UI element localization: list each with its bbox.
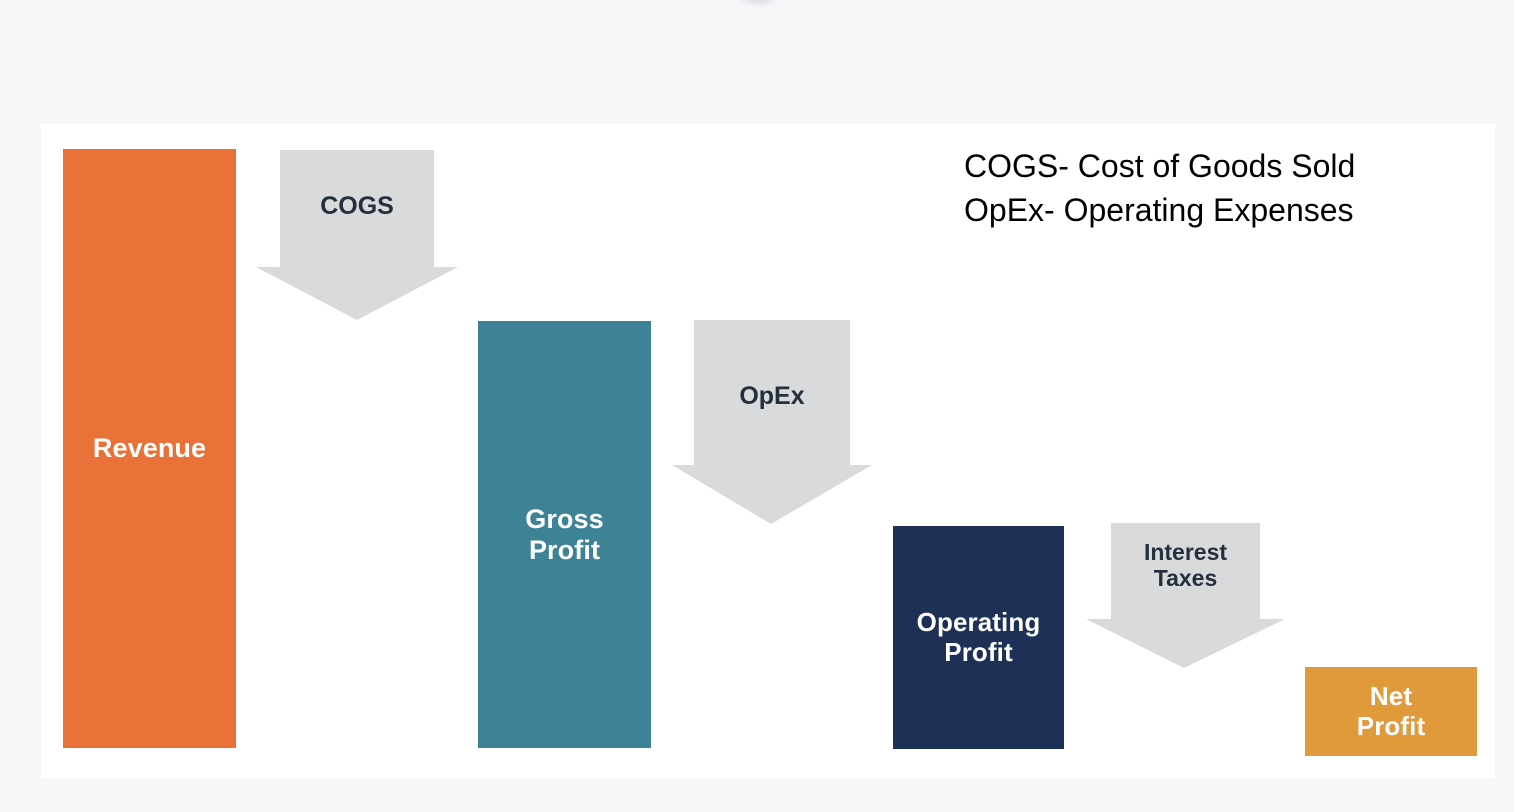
bar-operating-profit[interactable]: Operating Profit xyxy=(893,526,1064,749)
down-arrow-icon xyxy=(256,150,458,320)
bar-net-profit[interactable]: Net Profit xyxy=(1305,667,1477,756)
top-edge-artifact xyxy=(736,0,780,6)
arrow-cogs[interactable]: COGS xyxy=(256,150,458,320)
arrow-interest-taxes[interactable]: Interest Taxes xyxy=(1086,523,1285,668)
bar-gross-profit-label: Gross Profit xyxy=(525,504,604,565)
bar-revenue-label: Revenue xyxy=(92,433,207,464)
bar-revenue[interactable]: Revenue xyxy=(63,149,236,748)
bar-operating-profit-label: Operating Profit xyxy=(916,607,1041,667)
abbreviation-legend: COGS- Cost of Goods Sold OpEx- Operating… xyxy=(964,144,1355,232)
down-arrow-icon xyxy=(672,320,872,524)
legend-line-opex: OpEx- Operating Expenses xyxy=(964,192,1354,229)
legend-line-cogs: COGS- Cost of Goods Sold xyxy=(964,148,1356,184)
slide-canvas: Revenue COGS Gross Profit OpEx Operating… xyxy=(41,124,1495,778)
bar-gross-profit[interactable]: Gross Profit xyxy=(478,321,651,748)
arrow-opex[interactable]: OpEx xyxy=(672,320,872,524)
bar-net-profit-label: Net Profit xyxy=(1356,681,1426,741)
down-arrow-icon xyxy=(1086,523,1285,668)
